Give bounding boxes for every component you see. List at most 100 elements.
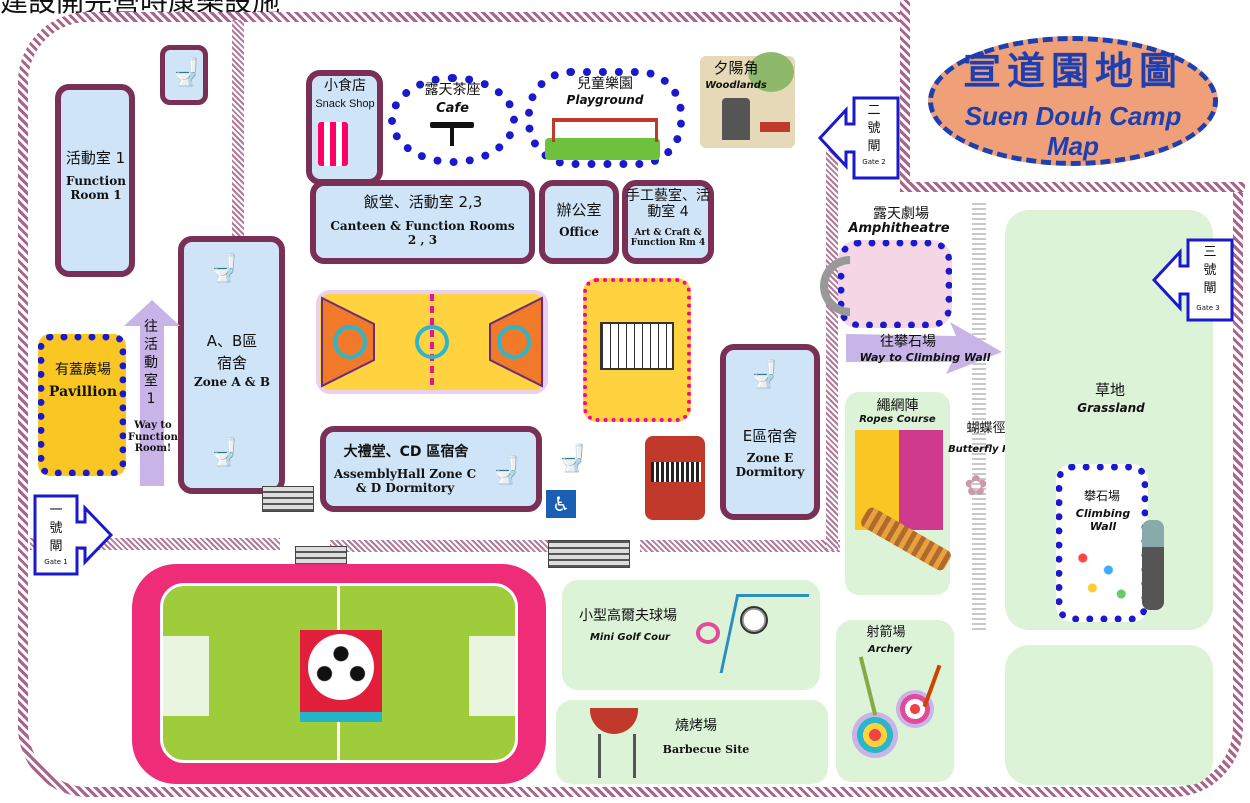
playground-label-en: Playground	[566, 93, 644, 107]
soccer-ball-shadow	[300, 712, 382, 722]
walkway-horizontal-mid	[330, 540, 560, 552]
climbing-wall-label-zh: 攀石場	[1083, 489, 1120, 503]
gate-3-arrow[interactable]	[1151, 238, 1234, 322]
art-craft-label-en: Art & Craft & Function Rm 4	[630, 228, 706, 249]
map-title-zh: 宣道園地圖	[962, 49, 1183, 93]
target-icon	[852, 712, 898, 758]
canteen-label-zh: 飯堂、活動室 2,3	[363, 193, 483, 211]
walkway-vertical-mid	[826, 150, 838, 550]
zone-ab-dormitory[interactable]	[178, 236, 285, 494]
woodlands-label-zh: 夕陽角	[713, 59, 759, 77]
pavillion-label-en: Pavillion	[48, 384, 118, 400]
climbing-holds	[1070, 546, 1134, 606]
grassland-label-en: Grassland	[1077, 401, 1145, 415]
amphitheatre-label-en: Amphitheatre	[848, 221, 950, 236]
way-to-climbing-label-en: Way to Climbing Wall	[859, 351, 991, 364]
archery-label-en: Archery	[868, 644, 912, 655]
page-header: 建設開完營時康樂設施	[0, 0, 281, 18]
office[interactable]	[539, 180, 619, 264]
walkway-horizontal-right	[640, 540, 840, 552]
toilet-icon: 🚽	[490, 456, 523, 486]
wheelchair-icon: ♿	[546, 490, 576, 518]
amphitheatre-label-zh: 露天劇場	[873, 206, 929, 222]
zone-e-label-en: Zone E Dormitory	[735, 451, 805, 479]
stairs-right	[548, 540, 630, 568]
toilet-icon: 🚽	[748, 360, 781, 390]
grassland-label-zh: 草地	[1094, 381, 1125, 399]
cross-icon	[722, 98, 750, 140]
function-room-1[interactable]	[55, 84, 135, 277]
woodlands-label-en: Woodlands	[705, 80, 767, 91]
art-craft-label-zh: 手工藝室、活動室 4	[626, 188, 710, 221]
barbecue-label-zh: 燒烤場	[675, 718, 717, 734]
bbq-grill-legs	[598, 734, 636, 778]
golf-hole-icon	[696, 622, 720, 644]
zone-e-label-zh: E區宿舍	[742, 427, 798, 445]
playground-grass	[545, 138, 660, 160]
gate-3-label-en: Gate 3	[1196, 304, 1220, 312]
toilet-block-top	[160, 45, 208, 105]
way-to-function-room-label-en: Way to Function Room!	[128, 420, 178, 454]
ropes-course-label-zh: 繩網陣	[876, 398, 919, 414]
lower-grass-area	[1005, 645, 1213, 785]
gate-arrow-icon	[1151, 238, 1234, 322]
canteen[interactable]	[310, 180, 535, 264]
gate-1-label-en: Gate 1	[44, 558, 68, 566]
way-to-function-room-arrow	[124, 300, 180, 486]
table-leg	[450, 126, 454, 146]
assembly-hall[interactable]	[320, 426, 542, 512]
amphitheatre-area[interactable]	[838, 240, 952, 328]
canteen-label-en: Canteen & Function Rooms 2 , 3	[330, 219, 515, 247]
art-craft-room[interactable]	[622, 180, 714, 264]
barbecue-label-en: Barbecue Site	[662, 743, 750, 756]
butterfly-icon: ✿	[964, 469, 988, 502]
zone-ab-label-zh: A、B區宿舍	[206, 332, 258, 372]
toilet-icon: 🚽	[170, 58, 203, 88]
gate-arrow-icon	[817, 96, 900, 180]
cafe-label-en: Cafe	[436, 101, 469, 116]
pavillion-label-zh: 有蓋廣場	[55, 362, 111, 378]
mini-golf-area[interactable]	[562, 580, 820, 690]
archery-label-zh: 射箭場	[866, 625, 906, 640]
ropes-course-label-en: Ropes Course	[859, 414, 936, 425]
map-title-en: Suen Douh Camp Map	[964, 101, 1182, 161]
office-label-en: Office	[559, 225, 599, 239]
basketball-court[interactable]	[316, 290, 548, 394]
snack-shop-label-zh: 小食店	[324, 78, 366, 94]
playground-area[interactable]	[525, 68, 685, 168]
toilet-icon: 🚽	[208, 438, 241, 468]
soccer-ball-icon	[308, 634, 374, 700]
gate-2-label-zh: 二號閘	[867, 103, 881, 154]
gate-2-arrow[interactable]	[817, 96, 900, 180]
zone-e-dormitory[interactable]	[720, 344, 820, 520]
gate-1-arrow[interactable]	[33, 494, 114, 576]
gate-2-label-en: Gate 2	[862, 158, 886, 166]
gate-3-label-zh: 三號閘	[1203, 245, 1217, 296]
function-room-1-label-en: Function Room 1	[66, 174, 126, 202]
golf-ball-icon	[740, 606, 768, 634]
butterfly-road-label-zh: 蝴蝶徑	[966, 421, 1006, 436]
way-to-function-room-label-zh: 往活動室1	[144, 319, 158, 407]
gate-arrow-icon	[33, 494, 114, 576]
toilet-icon: 🚽	[208, 254, 241, 284]
butterfly-road-label-en: Butterfly Road	[948, 444, 1030, 455]
volleyball-net-icon	[600, 322, 674, 370]
zone-ab-label-en: Zone A & B	[194, 375, 270, 389]
snack-shop-label-en: Snack Shop	[315, 98, 375, 110]
cafe-label-zh: 露天茶座	[424, 82, 481, 98]
toilet-icon: 🚽	[556, 444, 589, 474]
archery-area[interactable]	[836, 620, 954, 782]
function-room-1-label-zh: 活動室 1	[65, 149, 126, 167]
assembly-hall-label-en: AssemblyHall Zone C & D Dormitory	[333, 467, 477, 495]
office-label-zh: 辦公室	[556, 201, 602, 219]
tree-icon	[748, 52, 794, 92]
map-title-oval	[928, 36, 1218, 166]
way-to-climbing-label-zh: 往攀石場	[880, 334, 936, 350]
gate-1-label-zh: 一號閘	[49, 503, 63, 554]
pavillion[interactable]	[38, 334, 126, 476]
table-tennis-table	[651, 462, 701, 482]
cafe-area[interactable]	[388, 74, 518, 166]
goal-box-left	[163, 636, 209, 716]
bench-icon	[760, 122, 790, 132]
playground-swing	[552, 118, 658, 142]
